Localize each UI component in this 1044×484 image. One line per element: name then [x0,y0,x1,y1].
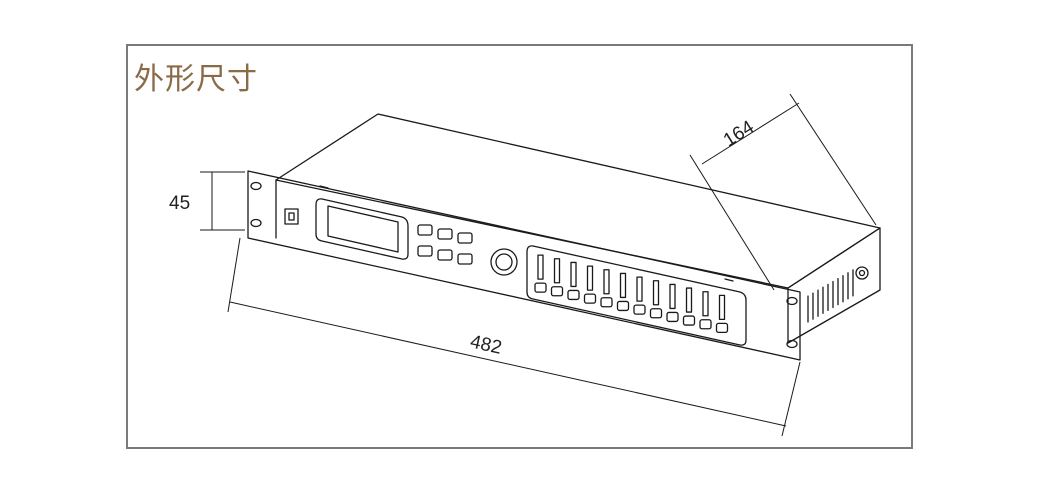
channel-meter [669,283,676,310]
channel-meter [636,276,643,302]
channel-meter [619,272,627,299]
channel-button [715,322,729,334]
channel-meter [652,280,660,306]
diagram-frame [126,44,913,449]
channel-meter [586,265,594,291]
channel-meter [685,287,693,313]
channel-meter [570,261,577,288]
chassis-top [275,113,881,289]
channel-button [666,311,679,323]
channel-meter [718,294,726,321]
channel-button [600,297,613,308]
channel-button [699,319,712,330]
channel-meter [537,254,544,280]
channel-button [633,304,646,315]
mount-hole [250,181,262,191]
side-vents [807,269,854,323]
channel-button [567,289,580,301]
keypad-buttons [417,224,473,265]
mount-hole [786,296,798,306]
channel-button [682,315,696,326]
depth-dimension-label: 164 [720,116,758,151]
channel-button [550,286,564,297]
width-dimension-label: 482 [468,331,504,358]
channel-button [534,282,547,293]
power-switch-icon [284,208,299,225]
channel-button [616,300,630,312]
channel-meter [702,291,709,317]
channel-meter [603,269,610,295]
lcd-display [315,198,409,260]
mount-hole [250,218,262,228]
chassis-side [787,227,881,344]
side-connector-icon [855,266,869,280]
channel-meter [553,258,561,284]
channel-button [649,308,663,319]
diagram-title: 外形尺寸 [134,62,258,97]
channel-button [583,293,597,304]
channel-meters [534,254,729,334]
dimension-lines [200,93,877,437]
channel-strip-area [526,245,747,346]
rotary-knob-icon [490,248,518,276]
mount-hole [786,339,798,349]
height-dimension-label: 45 [169,193,190,214]
